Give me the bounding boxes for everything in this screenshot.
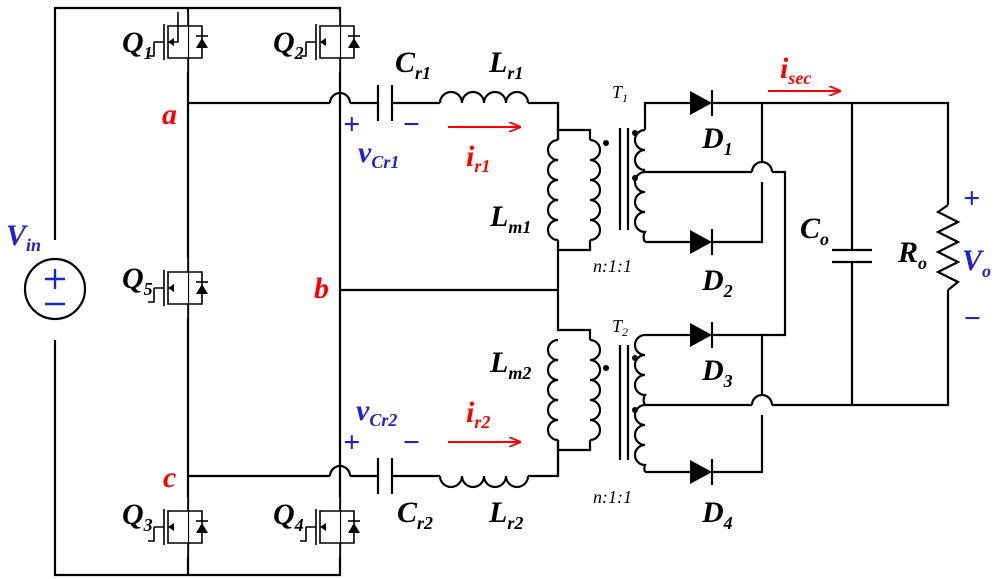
- mosfet-q4-icon: [300, 497, 360, 557]
- label-ro: Ro: [897, 236, 927, 273]
- label-vcr1-minus: −: [402, 108, 420, 141]
- label-vin: Vin: [6, 219, 41, 255]
- vin-source-icon: [23, 240, 87, 340]
- diode-d1-icon: [690, 90, 714, 116]
- label-q5: Q5: [122, 262, 153, 299]
- mosfet-q5-icon: [148, 258, 208, 318]
- label-d2: D2: [701, 264, 733, 301]
- label-vo-minus: −: [963, 302, 981, 335]
- label-lr2: Lr2: [488, 496, 523, 533]
- label-ratio2: n:1:1: [593, 487, 632, 507]
- inductor-lr2-icon: [438, 475, 530, 489]
- diode-d4-icon: [690, 459, 714, 485]
- label-lm2: Lm2: [489, 346, 531, 383]
- label-node-b: b: [314, 272, 329, 305]
- labels: Q1 Q2 Q5 Q3 Q4 a b c Vin Cr1 Cr2 Lr1 Lr2…: [6, 26, 991, 535]
- label-d1: D1: [701, 122, 733, 159]
- label-node-a: a: [162, 98, 177, 131]
- label-d4: D4: [701, 496, 733, 533]
- label-ir2: ir2: [466, 396, 490, 432]
- label-vcr1-plus: +: [343, 108, 360, 141]
- label-ratio1: n:1:1: [593, 256, 632, 276]
- inductor-lm1-icon: [546, 138, 559, 242]
- transformer-t2-icon: [589, 333, 647, 473]
- current-arrows: [448, 91, 840, 442]
- mosfet-q2-icon: [300, 12, 360, 72]
- mosfet-q1-icon: [148, 12, 208, 72]
- label-t1: T1: [612, 82, 628, 105]
- label-t2: T2: [612, 316, 628, 339]
- label-lm1: Lm1: [489, 200, 531, 237]
- capacitor-co-icon: [832, 248, 872, 264]
- label-vo-plus: +: [963, 182, 980, 215]
- label-ir1: ir1: [466, 140, 490, 176]
- capacitor-cr1-icon: [376, 85, 394, 121]
- label-vcr1: vCr1: [358, 136, 399, 172]
- diode-d3-icon: [690, 322, 714, 348]
- label-co: Co: [800, 212, 829, 249]
- label-q4: Q4: [273, 498, 304, 535]
- inductor-lr1-icon: [438, 90, 530, 104]
- label-q2: Q2: [273, 26, 304, 63]
- capacitor-cr2-icon: [376, 458, 394, 494]
- label-q1: Q1: [122, 26, 153, 63]
- mosfet-q3-icon: [148, 497, 208, 557]
- label-vcr2: vCr2: [356, 394, 397, 430]
- label-q3: Q3: [122, 498, 153, 535]
- label-node-c: c: [163, 461, 176, 494]
- transformer-t1-icon: [589, 128, 647, 243]
- label-cr2: Cr2: [397, 496, 433, 533]
- label-vcr2-plus: +: [343, 426, 360, 459]
- label-d3: D3: [701, 354, 733, 391]
- label-vo: Vo: [962, 244, 991, 281]
- wiring: [53, 6, 950, 577]
- resistor-ro-icon: [935, 204, 961, 291]
- inductor-lm2-icon: [546, 338, 559, 442]
- label-vcr2-minus: −: [402, 426, 420, 459]
- diode-d2-icon: [690, 229, 714, 255]
- label-cr1: Cr1: [395, 46, 431, 83]
- label-lr1: Lr1: [488, 46, 523, 83]
- label-isec: isec: [780, 52, 811, 88]
